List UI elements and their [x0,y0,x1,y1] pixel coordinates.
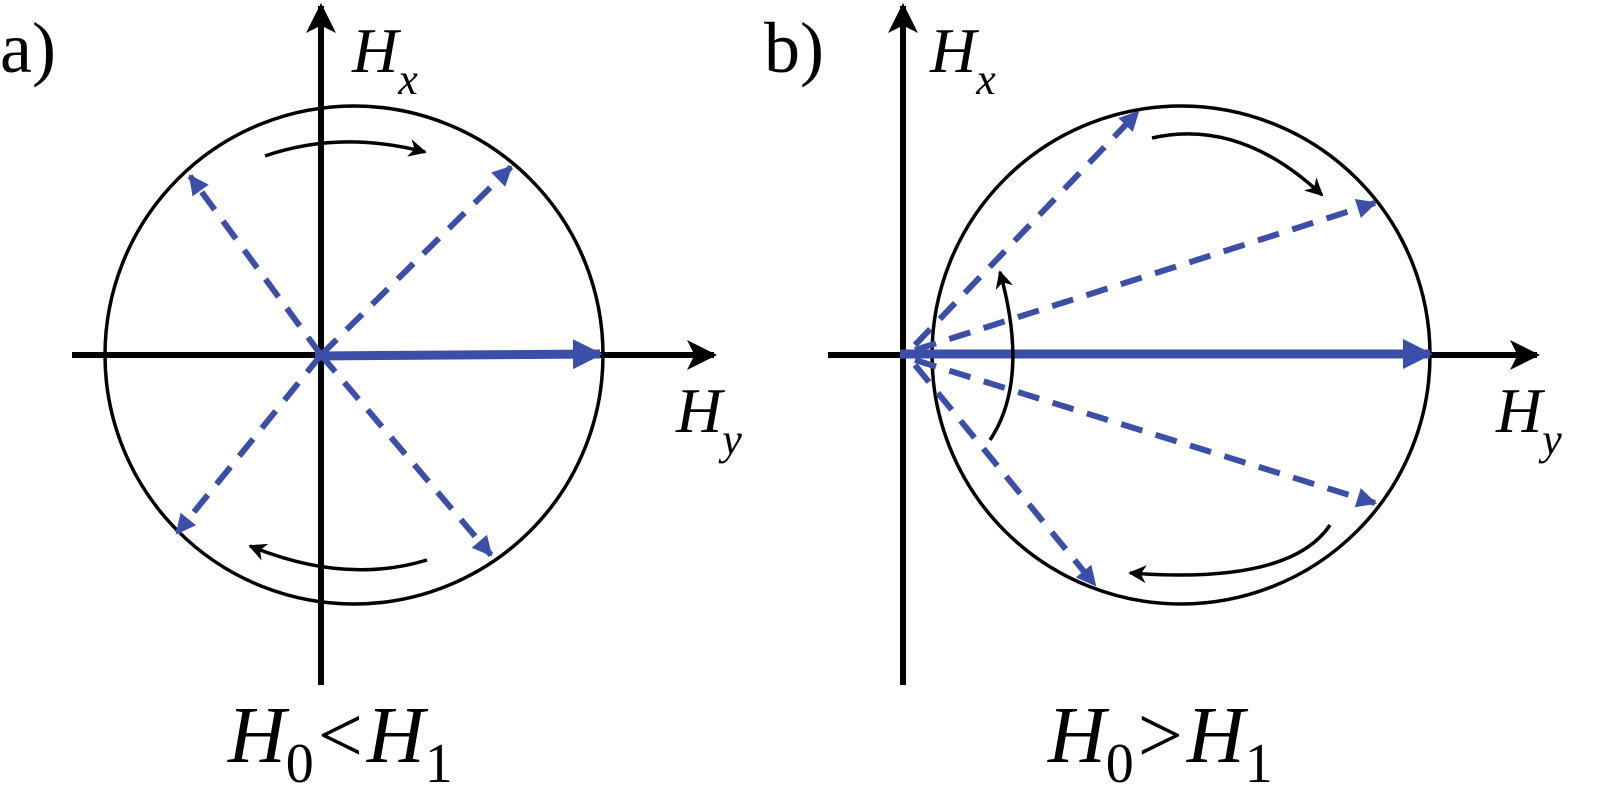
panel-a-dashed-field-vectors [174,164,514,557]
panel-a-vector-upper-left [187,174,324,357]
panel-b-vector-upper-right [914,198,1377,353]
panel-b-dashed-field-vectors [912,109,1377,587]
panel-a-vector-lower-right [318,353,494,557]
panel-a-solid-field-vector [314,339,603,370]
panel-b-condition: H0>H1 [1047,692,1273,795]
panel-a-vector-lower-left [174,353,324,535]
panel-b-label: b) [764,8,824,88]
panel-a-hx-label: Hx [351,15,418,104]
panel-a-rotation-arrow-top [264,139,427,158]
panel-a-condition: H0<H1 [227,692,453,795]
panel-b-vector-top [912,109,1141,348]
panel-b-vector-bottom [912,363,1098,587]
panel-b-hx-label: Hx [929,15,996,104]
panel-b-rotation-arrow-inner [988,270,1015,441]
panel-b-rotation-arrow-bottom [1128,524,1332,584]
panel-a-hy-label: Hy [675,375,742,464]
panel-b-rotation-arrow-top [1151,132,1324,197]
panel-b: b) Hx Hy H0>H1 [764,3,1562,795]
panel-a-rotation-arrow-bottom [248,543,428,572]
panel-b-hy-label: Hy [1495,375,1562,464]
panel-b-vector-lower-right [914,357,1377,508]
panel-a-label: a) [0,8,56,88]
panel-a-vector-upper-right [318,164,514,358]
panel-a: a) Hx Hy H0<H1 [0,3,742,795]
